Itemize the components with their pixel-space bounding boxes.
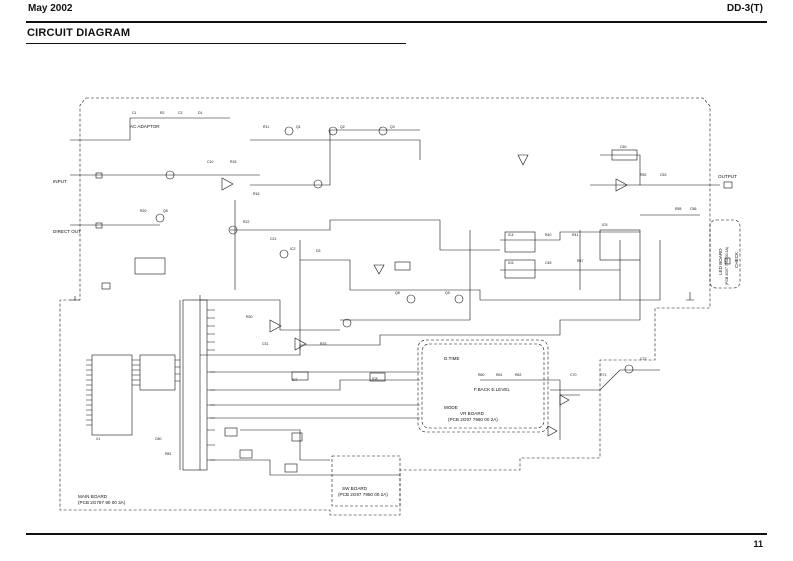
label-sw-board-pcb: (PCB 2G97 7950 00 2A): [338, 492, 388, 497]
page-title: CIRCUIT DIAGRAM: [27, 27, 131, 39]
header-date: May 2002: [28, 3, 73, 14]
page-number: 11: [753, 539, 763, 549]
label-main-board: MAIN BOARD: [78, 494, 108, 499]
svg-text:C3: C3: [178, 111, 183, 115]
svg-text:R52: R52: [640, 173, 646, 177]
label-vr-board-pcb: (PCB 2G97 7950 00 2A): [448, 417, 498, 422]
svg-text:R20: R20: [140, 209, 146, 213]
svg-text:IC4: IC4: [508, 233, 514, 237]
svg-text:C53: C53: [660, 173, 666, 177]
svg-text:R30: R30: [246, 315, 252, 319]
label-adaptor: AC ADAPTOR: [130, 124, 160, 129]
svg-text:IC7: IC7: [292, 378, 298, 382]
svg-text:R11: R11: [263, 125, 269, 129]
svg-text:R41: R41: [572, 233, 578, 237]
svg-text:Q2: Q2: [340, 125, 345, 129]
svg-text:C10: C10: [207, 160, 213, 164]
svg-text:R61: R61: [496, 373, 502, 377]
svg-text:R47: R47: [577, 259, 583, 263]
label-main-board-pcb: (PCB 2G797 90 00 3A): [78, 500, 126, 505]
title-underline: [26, 43, 406, 44]
label-sw-board: SW BOARD: [342, 486, 368, 491]
label-output: OUTPUT: [718, 174, 737, 179]
label-check: CHECK: [734, 251, 739, 268]
svg-text:IC6: IC6: [508, 261, 514, 265]
svg-text:C72: C72: [640, 357, 646, 361]
svg-text:Q8: Q8: [395, 291, 400, 295]
label-mode: MODE: [444, 405, 458, 410]
label-direct-out: DIRECT OUT: [53, 229, 81, 234]
label-led-board: LED BOARD: [718, 248, 723, 275]
svg-text:R55: R55: [675, 207, 681, 211]
svg-text:R81: R81: [165, 452, 171, 456]
svg-text:R2: R2: [160, 111, 165, 115]
led-board-outline: [709, 219, 741, 289]
svg-text:Q9: Q9: [445, 291, 450, 295]
svg-text:Q1: Q1: [296, 125, 301, 129]
svg-text:D1: D1: [198, 111, 203, 115]
svg-text:C31: C31: [262, 342, 268, 346]
main-board-outline: [59, 97, 711, 516]
svg-text:R22: R22: [243, 220, 249, 224]
svg-text:IC5: IC5: [602, 223, 608, 227]
svg-text:R33: R33: [320, 342, 326, 346]
header-rule: [26, 21, 767, 23]
svg-text:R60: R60: [478, 373, 484, 377]
svg-text:IC8: IC8: [372, 377, 378, 381]
svg-text:X1: X1: [96, 437, 100, 441]
label-dtime: D.TIME: [444, 356, 460, 361]
svg-text:C56: C56: [690, 207, 696, 211]
label-input: INPUT: [53, 179, 67, 184]
svg-text:C45: C45: [545, 261, 551, 265]
svg-text:R62: R62: [515, 373, 521, 377]
sw-board-outline: [331, 455, 401, 507]
svg-text:D3: D3: [316, 249, 321, 253]
svg-text:R40: R40: [545, 233, 551, 237]
vr-board-outline: [417, 339, 549, 433]
svg-text:R15: R15: [230, 160, 236, 164]
svg-text:R71: R71: [600, 373, 606, 377]
svg-text:Q3: Q3: [390, 125, 395, 129]
label-vr-board: VR BOARD: [460, 411, 485, 416]
ic-microcontroller: [182, 299, 208, 471]
footer-rule: [26, 533, 767, 535]
ic-memory: [91, 354, 133, 436]
svg-text:Q5: Q5: [163, 209, 168, 213]
svg-text:C70: C70: [570, 373, 576, 377]
svg-text:R16: R16: [253, 192, 259, 196]
svg-text:C80: C80: [155, 437, 161, 441]
svg-text:C1: C1: [132, 111, 137, 115]
svg-text:C50: C50: [620, 145, 626, 149]
svg-text:C21: C21: [270, 237, 276, 241]
label-led-board-pcb: (PCB 2G97 7950 00 2A): [725, 247, 729, 285]
svg-text:IC2: IC2: [290, 247, 296, 251]
label-flevel: F.BACK E.LEVEL: [474, 387, 510, 392]
header-model: DD-3(T): [726, 3, 763, 14]
